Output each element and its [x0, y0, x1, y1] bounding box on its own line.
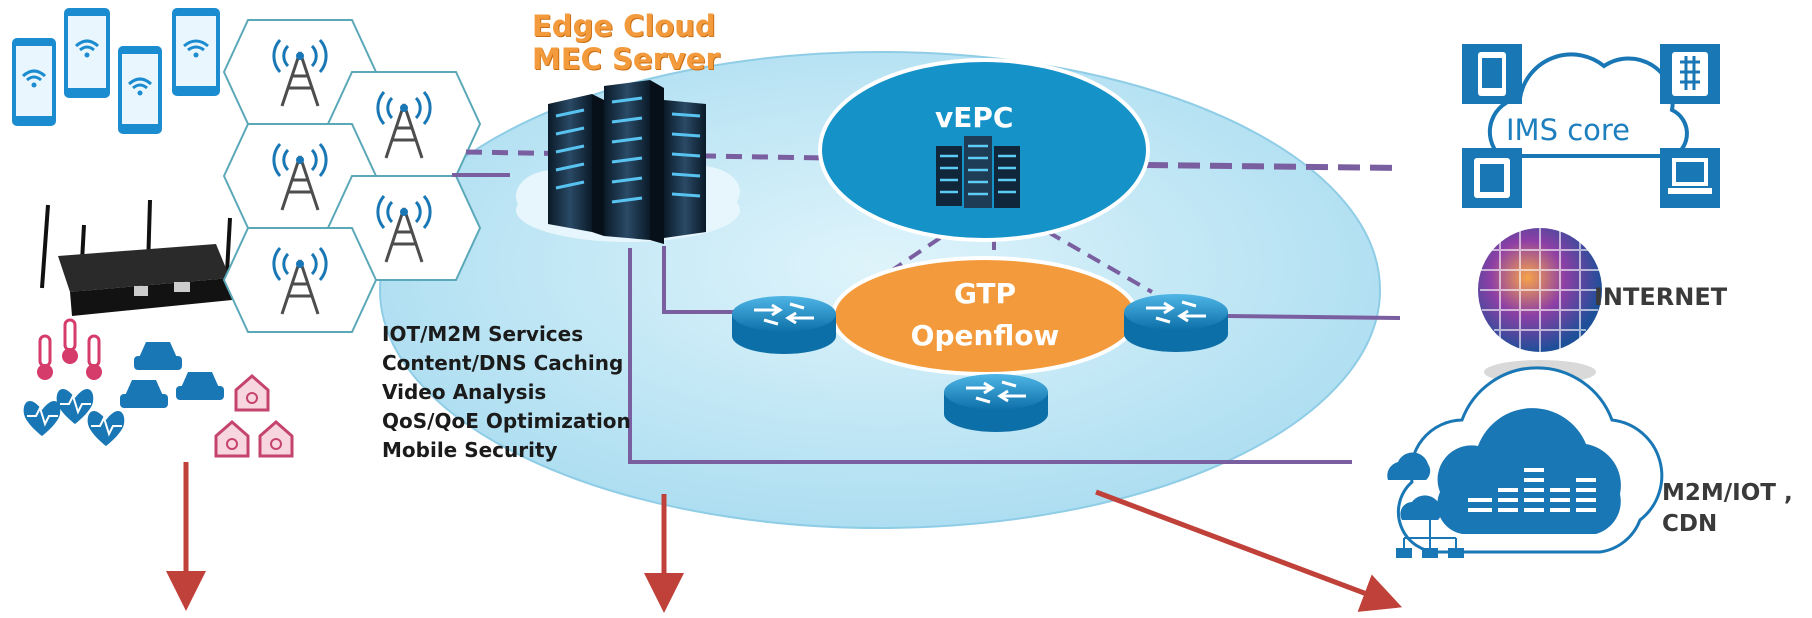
- arrow-group: [166, 462, 1403, 613]
- thermometer-icon: [37, 334, 53, 380]
- wifi-icon: [127, 77, 153, 90]
- gtp-openflow-label: GTP Openflow: [905, 273, 1065, 357]
- ims-core-label: IMS core: [1506, 113, 1631, 147]
- smart-home-group: [214, 374, 294, 458]
- laptop-icon: [1660, 148, 1720, 208]
- smartphone-icon: [172, 8, 220, 96]
- internet-label: INTERNET: [1594, 283, 1728, 311]
- solid-link-internet: [662, 246, 1401, 320]
- router-icon: [732, 296, 836, 354]
- gtp-line2: Openflow: [910, 319, 1060, 352]
- cell-hexagon-group: [222, 19, 482, 333]
- cloud-storage-icon: [1396, 366, 1664, 554]
- heart-rate-group: [23, 389, 125, 446]
- cloud-icon: [1387, 452, 1431, 480]
- service-item: IOT/M2M Services: [382, 322, 584, 346]
- cell-tower-icon: [272, 39, 328, 107]
- smart-home-icon: [258, 420, 294, 458]
- heart-rate-icon: [87, 411, 125, 446]
- m2m-line2: CDN: [1662, 511, 1718, 537]
- smartphone-icon: [118, 46, 162, 134]
- router-icon: [1124, 294, 1228, 352]
- smartphone-icon: [64, 8, 110, 98]
- service-item: Video Analysis: [382, 380, 547, 404]
- car-icon: [176, 372, 224, 400]
- m2m-line1: M2M/IOT ,: [1662, 480, 1793, 506]
- cloud-icon: [1487, 52, 1689, 158]
- m2m-label: M2M/IOT , CDN: [1662, 478, 1793, 540]
- gtp-line1: GTP: [953, 277, 1017, 310]
- app-globe-icon: [1478, 228, 1602, 352]
- server-rack-icon: [936, 136, 1020, 208]
- cell-hexagon: [222, 227, 378, 333]
- smartphone-group: [12, 8, 220, 134]
- thermometer-icon: [86, 334, 102, 380]
- dashed-link-ims: [1145, 162, 1401, 171]
- services-list: IOT/M2M Services Content/DNS Caching Vid…: [382, 320, 631, 465]
- service-item: Content/DNS Caching: [382, 351, 624, 375]
- solid-link-m2m: [628, 248, 1352, 464]
- tablet-icon: [1462, 44, 1522, 104]
- mec-title-line1: Edge Cloud: [532, 9, 716, 43]
- cell-tower-icon: [272, 143, 328, 211]
- thermometer-group: [37, 318, 102, 380]
- heart-rate-icon: [56, 389, 94, 424]
- mec-server-title: Edge Cloud MEC Server: [532, 10, 720, 76]
- network-tree-icon: [1396, 520, 1464, 558]
- server-rack-icon: [548, 80, 706, 244]
- service-item: Mobile Security: [382, 438, 558, 462]
- mec-title-line2: MEC Server: [532, 42, 720, 76]
- ims-core-panel: [1462, 44, 1720, 208]
- smart-home-icon: [214, 420, 250, 458]
- wifi-icon: [21, 69, 47, 82]
- smartphone-icon: [12, 38, 56, 126]
- cell-tower-icon: [376, 195, 432, 263]
- dashed-link-top: [465, 149, 827, 161]
- cell-tower-icon: [272, 247, 328, 315]
- cell-tower-group: [272, 39, 432, 315]
- gateway-router-icon: [40, 199, 232, 316]
- telephone-icon: [1660, 44, 1720, 104]
- arrow-down-right: [1095, 489, 1403, 612]
- heart-rate-icon: [23, 401, 61, 436]
- smart-home-icon: [234, 374, 270, 412]
- mec-server-cluster: [516, 80, 740, 244]
- router-icon: [944, 374, 1048, 432]
- car-icon: [134, 342, 182, 370]
- car-group: [120, 342, 224, 408]
- thermometer-icon: [62, 318, 78, 364]
- cell-tower-icon: [376, 91, 432, 159]
- wifi-icon: [74, 39, 100, 52]
- car-icon: [120, 380, 168, 408]
- service-item: QoS/QoE Optimization: [382, 409, 631, 433]
- cloud-icon: [1400, 495, 1442, 520]
- wifi-icon: [183, 39, 209, 52]
- vepc-label: vEPC: [935, 101, 1014, 134]
- tablet-icon: [1462, 148, 1522, 208]
